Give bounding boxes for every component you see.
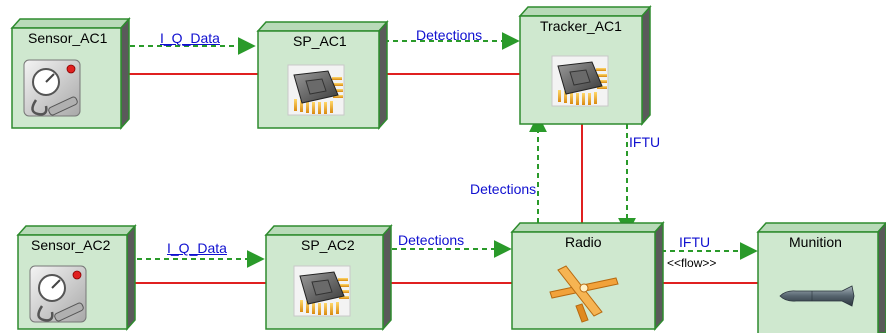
flow-label-detections-2: Detections	[470, 181, 537, 197]
node-label-sp-ac2: SP_AC2	[301, 237, 355, 253]
node-radio[interactable]	[510, 221, 665, 331]
node-sensor-ac2[interactable]	[16, 224, 137, 331]
node-sp-ac2[interactable]	[264, 224, 393, 331]
antenna-icon	[549, 265, 619, 323]
flow-label-detections-1: Detections	[416, 27, 483, 43]
processor-chip-icon	[287, 64, 345, 116]
sensor-gauge-icon	[29, 265, 87, 323]
node-label-tracker-ac1: Tracker_AC1	[540, 18, 622, 34]
node-sp-ac1[interactable]	[256, 20, 389, 130]
flow-label-iq-data-2: I_Q_Data	[167, 240, 227, 256]
flow-label-iftu-2: IFTU	[679, 234, 711, 250]
node-label-radio: Radio	[565, 234, 602, 250]
node-tracker-ac1[interactable]	[518, 5, 652, 126]
association-links	[120, 73, 758, 284]
node-sensor-ac1[interactable]	[10, 17, 131, 130]
information-flows	[121, 32, 758, 268]
flow-label-iftu-1: IFTU	[629, 134, 661, 150]
missile-icon	[779, 285, 855, 307]
flow-label-iq-data-1: I_Q_Data	[160, 30, 220, 46]
node-label-sp-ac1: SP_AC1	[293, 33, 347, 49]
flow-label-detections-3: Detections	[398, 232, 465, 248]
sensor-gauge-icon	[23, 59, 81, 117]
node-munition[interactable]	[756, 221, 886, 333]
node-label-sensor-ac2: Sensor_AC2	[31, 237, 111, 253]
flow-stereotype-label: <<flow>>	[667, 256, 717, 270]
node-label-sensor-ac1: Sensor_AC1	[28, 30, 108, 46]
processor-chip-icon	[551, 55, 609, 107]
processor-chip-icon	[293, 265, 351, 317]
node-label-munition: Munition	[789, 234, 842, 250]
